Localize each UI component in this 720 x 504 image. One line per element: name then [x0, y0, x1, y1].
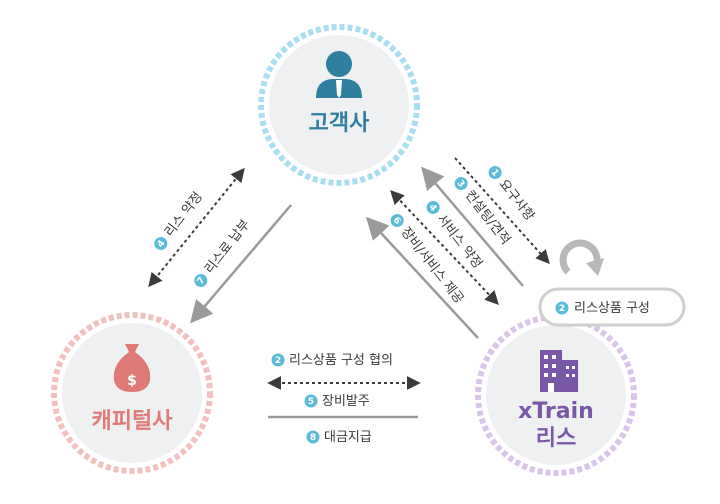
person-icon — [316, 51, 362, 98]
label-product-negotiation: 2 리스상품 구성 협의 — [271, 353, 393, 368]
building-icon — [540, 350, 578, 392]
label-product-config-text: 리스상품 구성 — [574, 301, 650, 316]
label-requirements-num: 1 — [488, 168, 500, 179]
customer-node: 고객사 — [258, 24, 420, 186]
label-lease-payment: 7 리스료 납부 — [194, 217, 253, 288]
arrow-lease-payment — [190, 204, 292, 324]
label-equipment-order-text: 장비발주 — [322, 394, 370, 409]
customer-ring — [258, 24, 420, 186]
arrow-service-agreement — [390, 189, 499, 306]
arrow-requirements — [454, 157, 550, 265]
money-bag-symbol: $ — [127, 373, 137, 389]
label-payment-text: 대금지급 — [324, 430, 372, 445]
label-product-config-num: 2 — [559, 304, 565, 314]
xtrain-title-line2: 리스 — [536, 426, 576, 451]
capital-ring — [51, 312, 213, 474]
customer-title: 고객사 — [309, 111, 370, 136]
label-lease-agreement: 4 리스 약정 — [154, 190, 206, 251]
label-lease-agreement-num: 4 — [156, 239, 168, 250]
xtrain-disc — [486, 325, 626, 465]
label-equipment-service-num: 6 — [390, 216, 402, 227]
label-payment: 8 대금지급 — [306, 430, 372, 445]
arrow-equipment-service — [365, 216, 479, 339]
capital-node: $ 캐피털사 — [51, 312, 213, 474]
capital-title: 캐피털사 — [92, 409, 174, 434]
arrow-lease-agreement — [148, 167, 245, 288]
label-requirements-text: 요구사항 — [496, 177, 537, 224]
label-lease-payment-text: 리스료 납부 — [202, 217, 253, 277]
label-equipment-order: 5 장비발주 — [304, 394, 370, 409]
label-product-negotiation-text: 리스상품 구성 협의 — [289, 353, 393, 368]
product-config-pill: 2 리스상품 구성 — [538, 287, 686, 327]
money-bag-icon: $ — [113, 344, 151, 392]
label-lease-payment-num: 7 — [196, 276, 208, 287]
label-service-agreement-num: 4 — [426, 203, 438, 214]
label-lease-agreement-text: 리스 약정 — [162, 190, 206, 240]
label-payment-num: 8 — [310, 433, 316, 443]
xtrain-title-line1: xTrain — [518, 399, 594, 424]
loop-arrow-icon — [559, 239, 604, 276]
label-equipment-order-num: 5 — [308, 397, 314, 407]
xtrain-ring — [475, 314, 637, 476]
capital-disc — [62, 323, 202, 463]
label-product-negotiation-num: 2 — [275, 356, 281, 366]
label-consulting-num: 3 — [454, 179, 466, 190]
customer-disc — [269, 35, 409, 175]
xtrain-node: xTrain 리스 — [475, 314, 637, 476]
